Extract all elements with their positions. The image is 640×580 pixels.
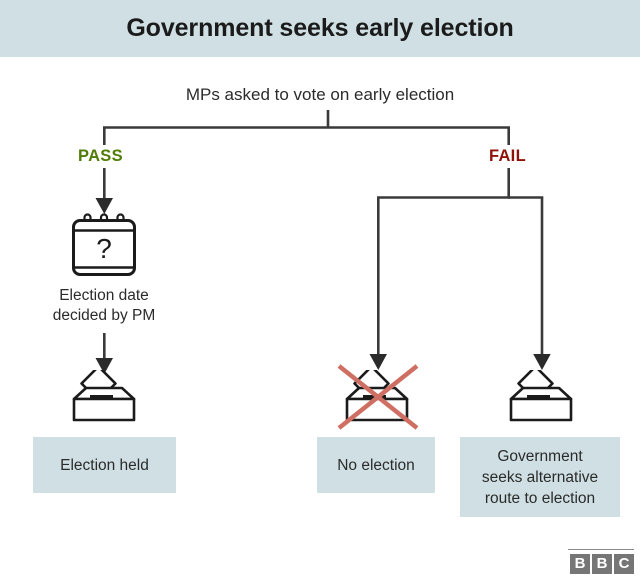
bbc-logo-letter-2: B <box>592 554 612 574</box>
page-title: Government seeks early election <box>126 14 514 42</box>
calendar-question-mark: ? <box>96 233 112 264</box>
outcome-text-alt-route-line3: route to election <box>484 489 596 507</box>
outcome-text-alt-route-line1: Government <box>497 447 583 465</box>
outcome-text-election-held: Election held <box>60 456 149 474</box>
cross-out-icon <box>333 358 423 434</box>
footer-rule <box>568 549 634 550</box>
calendar-caption-line2: decided by PM <box>52 307 156 324</box>
bbc-logo: B B C <box>570 554 634 574</box>
calendar-question-icon: ? <box>71 213 137 279</box>
arrowhead-mid-ballot <box>369 354 387 370</box>
outcome-text-alt-route: Government seeks alternative route to el… <box>482 446 598 509</box>
arrowhead-right-ballot <box>533 354 551 370</box>
root-node-label: MPs asked to vote on early election <box>185 85 455 104</box>
outcome-box-alt-route: Government seeks alternative route to el… <box>460 437 620 517</box>
arrowhead-left-ballot <box>95 358 113 374</box>
calendar-caption: Election date decided by PM <box>24 286 184 326</box>
ballot-box-icon-left <box>66 365 142 422</box>
arrowhead-pass-calendar <box>95 198 113 214</box>
bbc-logo-letter-3: C <box>614 554 634 574</box>
ballot-box-icon-right <box>503 365 579 422</box>
arrowheads <box>95 198 551 374</box>
outcome-box-no-election: No election <box>317 437 435 493</box>
branch-label-fail: FAIL <box>489 147 526 165</box>
bbc-logo-letter-1: B <box>570 554 590 574</box>
title-band <box>0 0 640 57</box>
outcome-text-alt-route-line2: seeks alternative <box>481 468 599 486</box>
calendar-caption-line1: Election date <box>59 287 149 304</box>
branch-label-pass: PASS <box>78 147 123 165</box>
outcome-text-no-election: No election <box>337 456 415 474</box>
outcome-box-election-held: Election held <box>33 437 176 493</box>
